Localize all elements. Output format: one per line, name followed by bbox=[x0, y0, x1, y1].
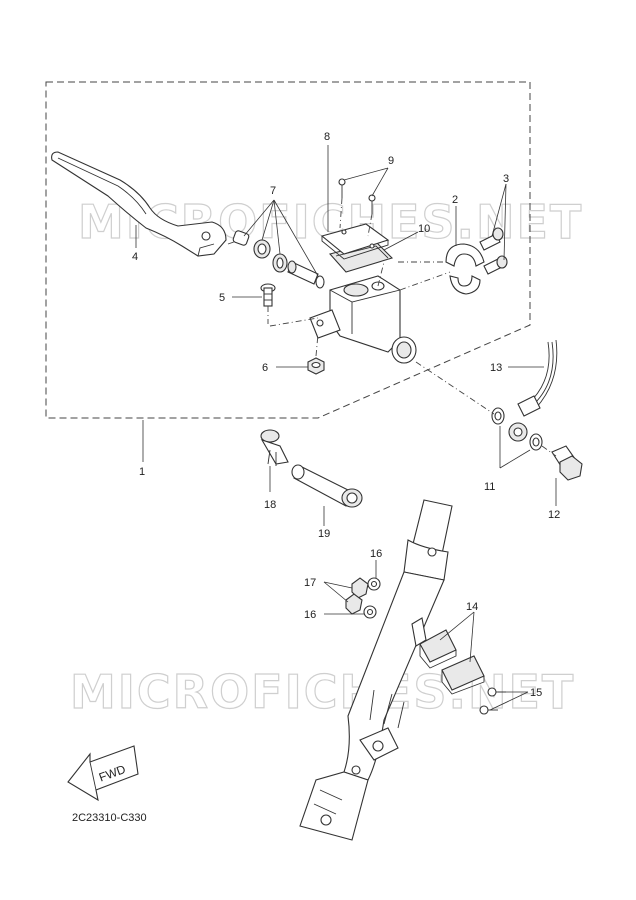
callout-3: 3 bbox=[503, 173, 509, 185]
callout-6: 6 bbox=[262, 362, 268, 374]
screws-9 bbox=[338, 178, 376, 214]
callout-15: 15 bbox=[530, 687, 542, 699]
bolts-3 bbox=[479, 227, 508, 275]
callout-5: 5 bbox=[219, 292, 225, 304]
callout-13: 13 bbox=[490, 362, 502, 374]
union-bolt-12 bbox=[551, 445, 583, 481]
reservoir-cap-8 bbox=[320, 223, 390, 260]
clamp-holder-2 bbox=[445, 243, 485, 295]
callout-4: 4 bbox=[132, 251, 138, 263]
callout-9: 9 bbox=[388, 155, 394, 167]
callout-19: 19 bbox=[318, 528, 330, 540]
callout-14: 14 bbox=[466, 601, 478, 613]
bolt-5 bbox=[260, 283, 276, 307]
callout-12: 12 bbox=[548, 509, 560, 521]
leader-lines bbox=[135, 145, 557, 711]
brake-switch-18 bbox=[260, 429, 289, 466]
callout-1: 1 bbox=[139, 466, 145, 478]
nuts-washers-16-17 bbox=[345, 577, 381, 619]
assembly-boundary bbox=[45, 81, 531, 419]
callout-8: 8 bbox=[324, 131, 330, 143]
nut-6 bbox=[307, 357, 325, 375]
fwd-arrow-icon: FWD bbox=[67, 745, 139, 802]
screws-15 bbox=[479, 687, 506, 715]
master-cylinder-body bbox=[309, 275, 417, 364]
callout-7: 7 bbox=[270, 185, 276, 197]
gaskets-11 bbox=[491, 407, 543, 451]
connection-lines bbox=[227, 197, 557, 457]
pivot-bolt-set bbox=[232, 230, 325, 289]
brake-hose-13 bbox=[517, 339, 558, 417]
diagram-code: 2C23310-C330 bbox=[72, 812, 147, 824]
hose-guides-14 bbox=[411, 617, 485, 695]
callout-17: 17 bbox=[304, 577, 316, 589]
callouts: 1 2 3 4 5 6 7 8 9 10 11 12 13 14 15 16 1… bbox=[132, 131, 560, 699]
callout-10: 10 bbox=[418, 223, 430, 235]
brake-lever bbox=[51, 151, 227, 257]
callout-16-bottom: 16 bbox=[304, 609, 316, 621]
callout-18: 18 bbox=[264, 499, 276, 511]
callout-16-top: 16 bbox=[370, 548, 382, 560]
push-rod-19 bbox=[291, 464, 363, 508]
callout-2: 2 bbox=[452, 194, 458, 206]
callout-11: 11 bbox=[484, 481, 495, 493]
